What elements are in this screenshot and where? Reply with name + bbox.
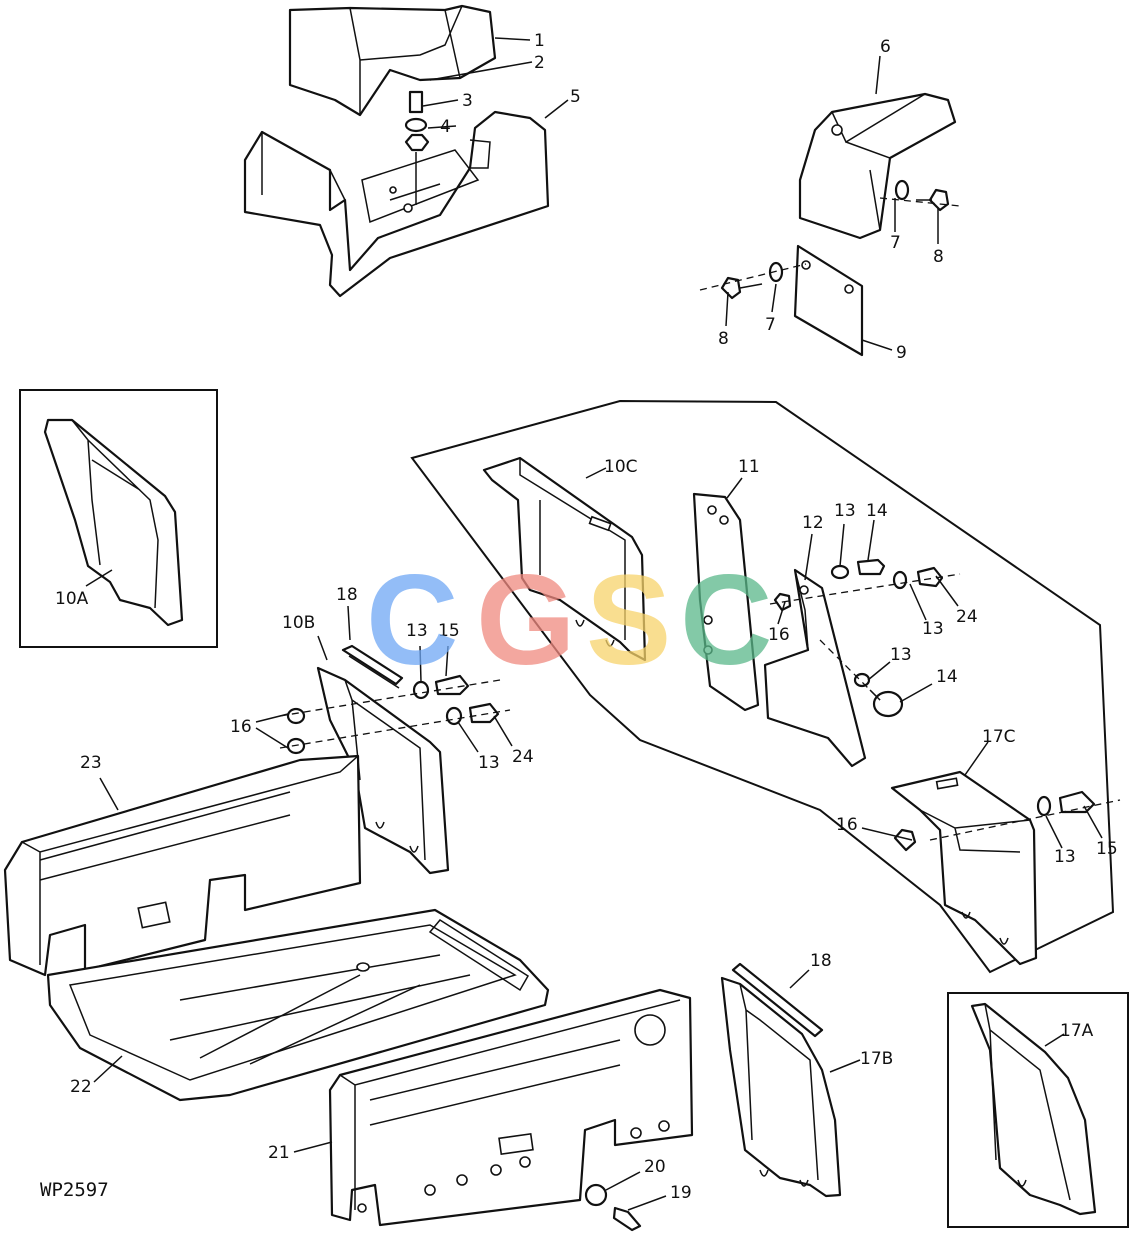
watermark-letter-4: C xyxy=(680,549,772,692)
callout-18-upper: 18 xyxy=(336,585,358,605)
callout-7-upper: 7 xyxy=(890,233,901,253)
callout-13-a: 13 xyxy=(834,501,856,521)
callout-8-upper: 8 xyxy=(933,247,944,267)
part-21-front-panel xyxy=(328,988,694,1227)
callout-3: 3 xyxy=(462,91,473,111)
inset-frame-10a xyxy=(19,389,218,648)
callout-8-lower: 8 xyxy=(718,329,729,349)
part-18-strip-upper xyxy=(341,644,404,689)
callout-16-b: 16 xyxy=(836,815,858,835)
callout-16-c: 16 xyxy=(230,717,252,737)
callout-21: 21 xyxy=(268,1143,290,1163)
callout-13-e: 13 xyxy=(406,621,428,641)
part-10c-bracket xyxy=(482,456,647,662)
callout-13-c: 13 xyxy=(890,645,912,665)
part-2-stud xyxy=(408,90,424,114)
part-1-cushion xyxy=(288,4,497,117)
part-3-washer xyxy=(404,117,428,133)
callout-14-b: 14 xyxy=(936,667,958,687)
callout-17c: 17C xyxy=(982,727,1016,747)
watermark: C G S C xyxy=(366,549,772,692)
callout-15-a: 15 xyxy=(1096,839,1118,859)
callout-6: 6 xyxy=(880,37,891,57)
callout-10c: 10C xyxy=(604,457,638,477)
inset-frame-17a xyxy=(947,992,1129,1228)
part-17b-bracket xyxy=(720,976,842,1198)
callout-23: 23 xyxy=(80,753,102,773)
callout-19: 19 xyxy=(670,1183,692,1203)
part-11-bracket xyxy=(692,492,760,712)
part-7-8-fasteners xyxy=(699,179,961,300)
drawing-code: WP2597 xyxy=(40,1179,109,1201)
part-23-back-panel xyxy=(3,754,362,977)
fasteners-17c xyxy=(893,790,1121,852)
callout-10a: 10A xyxy=(55,589,89,609)
watermark-letter-3: S xyxy=(586,549,671,692)
callout-24-b: 24 xyxy=(512,747,534,767)
callout-12: 12 xyxy=(802,513,824,533)
part-2-3-4-fasteners xyxy=(404,90,430,205)
callout-22: 22 xyxy=(70,1077,92,1097)
callout-18-lower: 18 xyxy=(810,951,832,971)
part-4-nut xyxy=(404,133,430,152)
callout-13-f: 13 xyxy=(478,753,500,773)
callout-numbers: 1 2 3 4 5 6 7 8 8 7 9 10C 11 12 13 14 16… xyxy=(55,31,1118,1203)
callout-2: 2 xyxy=(534,53,545,73)
part-6-side-cover xyxy=(798,92,957,240)
callout-7-lower: 7 xyxy=(765,315,776,335)
callout-10b: 10B xyxy=(282,613,315,633)
callout-15-b: 15 xyxy=(438,621,460,641)
callout-17b: 17B xyxy=(860,1049,893,1069)
callout-4: 4 xyxy=(440,117,451,137)
callout-14-a: 14 xyxy=(866,501,888,521)
callout-17a: 17A xyxy=(1060,1021,1094,1041)
leader-lines xyxy=(85,37,1103,1211)
callout-9: 9 xyxy=(896,343,907,363)
part-9-plate xyxy=(793,244,864,357)
callout-1: 1 xyxy=(534,31,545,51)
callout-11: 11 xyxy=(738,457,760,477)
watermark-letter-2: G xyxy=(476,549,576,692)
callout-16-a: 16 xyxy=(768,625,790,645)
watermark-letter-1: C xyxy=(366,549,458,692)
part-19-20-fasteners xyxy=(584,1183,642,1232)
part-17a-bracket xyxy=(970,1002,1097,1216)
callout-20: 20 xyxy=(644,1157,666,1177)
part-17c-bracket xyxy=(890,770,1038,966)
part-5-seat-base xyxy=(243,110,550,298)
callout-24-a: 24 xyxy=(956,607,978,627)
callout-5: 5 xyxy=(570,87,581,107)
part-12-bracket xyxy=(763,568,867,768)
part-10a-bracket xyxy=(43,418,184,627)
callout-13-b: 13 xyxy=(922,619,944,639)
part-18-strip-lower xyxy=(731,962,824,1038)
callout-enclosure xyxy=(410,399,1115,974)
part-22-tray xyxy=(46,908,550,1102)
callout-13-d: 13 xyxy=(1054,847,1076,867)
fasteners-10b xyxy=(279,674,511,755)
